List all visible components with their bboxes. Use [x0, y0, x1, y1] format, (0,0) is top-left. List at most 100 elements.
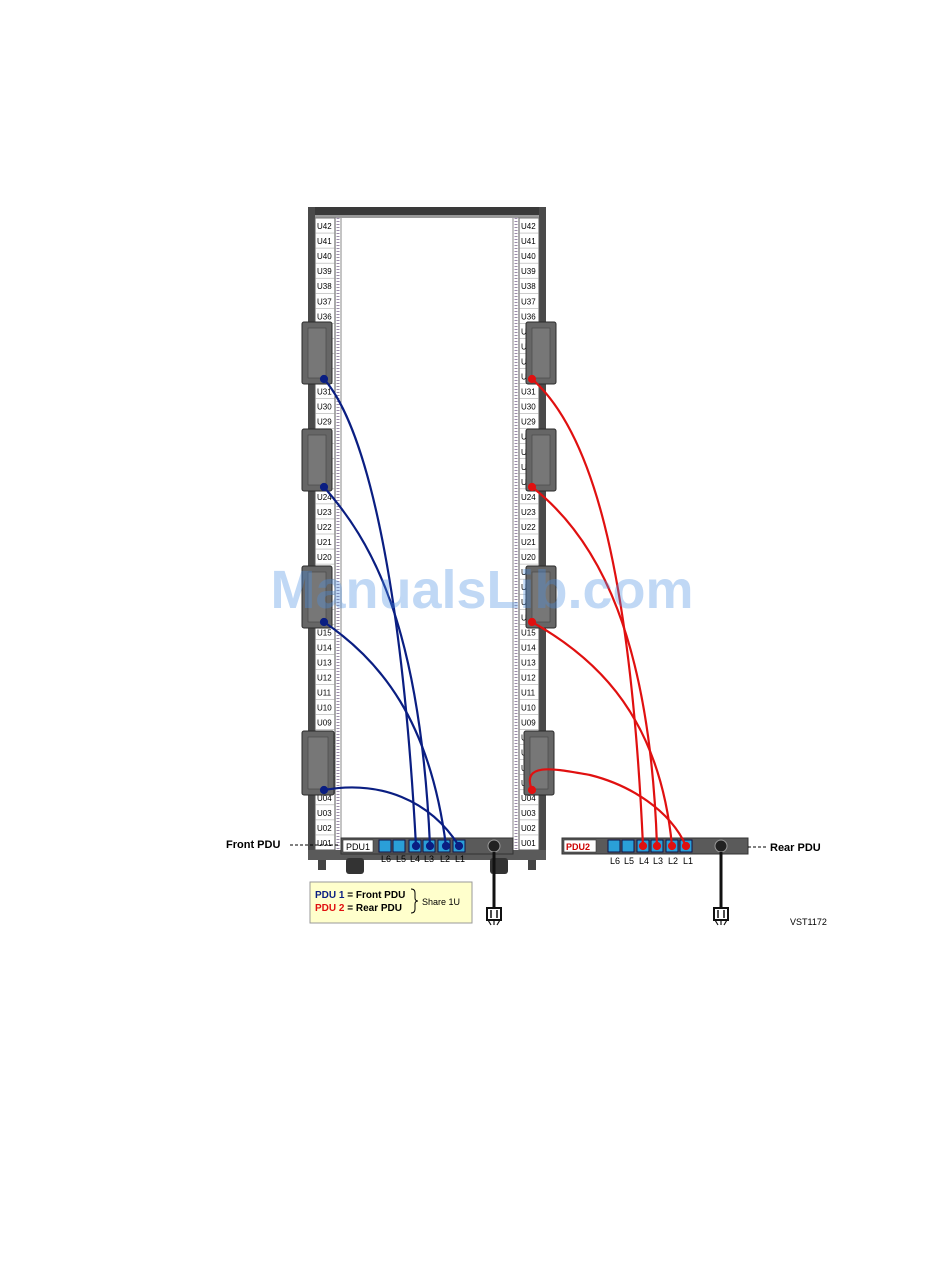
- u-label-left-u41: U41: [317, 237, 332, 246]
- pdu2-outlet-label-l5: L5: [624, 856, 634, 866]
- u-label-left-u12: U12: [317, 673, 332, 682]
- u-label-left-u11: U11: [317, 689, 332, 698]
- rear-pdu-cables: [527, 374, 691, 851]
- u-label-right-u41: U41: [521, 237, 536, 246]
- pdu2-outlet-label-l1: L1: [683, 856, 693, 866]
- front-cable-1: [323, 378, 418, 847]
- watermark-text: ManualsLib.com: [270, 560, 693, 620]
- pdu2-breaker: [714, 839, 728, 853]
- legend-share-label: Share 1U: [422, 897, 460, 907]
- front-cable-2: [323, 486, 432, 847]
- u-label-left-u31: U31: [317, 388, 332, 397]
- pdu2-outlet-label-l3: L3: [653, 856, 663, 866]
- pdu1-outlet-label-l2: L2: [440, 854, 450, 864]
- u-label-left-u23: U23: [317, 508, 332, 517]
- u-label-right-u01: U01: [521, 839, 536, 848]
- u-label-right-u04: U04: [521, 794, 536, 803]
- figure-id: VST1172: [790, 917, 827, 927]
- u-label-left-u30: U30: [317, 403, 332, 412]
- pdu1-plug-icon: [486, 907, 502, 926]
- u-label-left-u21: U21: [317, 538, 332, 547]
- power-strips: [301, 321, 557, 796]
- u-label-left-u13: U13: [317, 658, 332, 667]
- u-label-right-u10: U10: [521, 704, 536, 713]
- rear-cable-1: [531, 378, 645, 847]
- left-power-strip-2: [301, 428, 333, 492]
- u-label-right-u42: U42: [521, 222, 536, 231]
- u-label-left-u29: U29: [317, 418, 332, 427]
- u-label-left-u10: U10: [317, 704, 332, 713]
- u-label-right-u40: U40: [521, 252, 536, 261]
- right-power-strip-4: [523, 730, 555, 796]
- left-power-strip-3: [301, 565, 333, 629]
- pdu1-outlet-label-l3: L3: [424, 854, 434, 864]
- pdu2-outlet-l5: [621, 839, 635, 853]
- svg-text:PDU 1 = Front PDU: PDU 1 = Front PDU: [315, 890, 405, 901]
- rack-frame: [308, 207, 546, 874]
- u-label-right-u36: U36: [521, 312, 536, 321]
- u-label-right-u21: U21: [521, 538, 536, 547]
- legend-pdu2-name: PDU 2: [315, 903, 345, 914]
- rear-pdu-callout: Rear PDU: [748, 842, 821, 854]
- u-label-right-u11: U11: [521, 689, 536, 698]
- u-label-right-u22: U22: [521, 523, 536, 532]
- u-label-right-u14: U14: [521, 643, 536, 652]
- legend-box: PDU 1 = Front PDU PDU 2 = Rear PDU Share…: [309, 881, 473, 924]
- u-label-left-u42: U42: [317, 222, 332, 231]
- u-label-left-u36: U36: [317, 312, 332, 321]
- u-label-left-u14: U14: [317, 643, 332, 652]
- u-label-right-u02: U02: [521, 824, 536, 833]
- pdu1-outlet-label-l1: L1: [455, 854, 465, 864]
- pdu1-outlet-label-l6: L6: [381, 854, 391, 864]
- pdu2-outlet-label-l4: L4: [639, 856, 649, 866]
- u-label-left-u39: U39: [317, 267, 332, 276]
- front-cable-3: [323, 621, 448, 847]
- u-label-left-u20: U20: [317, 553, 332, 562]
- u-label-right-u03: U03: [521, 809, 536, 818]
- legend-pdu1-name: PDU 1: [315, 890, 345, 901]
- u-label-right-u09: U09: [521, 719, 536, 728]
- rear-cable-3: [531, 621, 674, 847]
- legend-pdu1-desc: = Front PDU: [344, 890, 405, 901]
- u-label-right-u23: U23: [521, 508, 536, 517]
- pdu1-outlet-l6: [378, 839, 392, 853]
- pdu1-breaker: [487, 839, 501, 853]
- u-label-right-u29: U29: [521, 418, 536, 427]
- right-power-strip-2: [525, 428, 557, 492]
- u-label-right-u31: U31: [521, 388, 536, 397]
- u-label-right-u20: U20: [521, 553, 536, 562]
- pdu1-outlet-label-l5: L5: [396, 854, 406, 864]
- u-label-left-u22: U22: [317, 523, 332, 532]
- front-pdu-label: Front PDU: [226, 839, 280, 851]
- u-label-left-u37: U37: [317, 297, 332, 306]
- front-pdu-callout: Front PDU: [226, 839, 340, 851]
- pdu2-unit: PDU2 L6 L5 L4 L3 L2 L1: [561, 837, 749, 926]
- u-label-left-u04: U04: [317, 794, 332, 803]
- pdu2-name-label: PDU2: [566, 842, 590, 852]
- u-label-right-u15: U15: [521, 628, 536, 637]
- u-label-left-u02: U02: [317, 824, 332, 833]
- u-label-right-u24: U24: [521, 493, 536, 502]
- u-label-right-u30: U30: [521, 403, 536, 412]
- legend-brace: [410, 888, 419, 914]
- u-label-left-u38: U38: [317, 282, 332, 291]
- right-power-strip-1: [525, 321, 557, 385]
- pdu1-outlet-label-l4: L4: [410, 854, 420, 864]
- u-label-right-u12: U12: [521, 673, 536, 682]
- left-power-strip-4: [301, 730, 335, 796]
- pdu2-plug-icon: [713, 907, 729, 926]
- u-label-right-u37: U37: [521, 297, 536, 306]
- u-label-left-u15: U15: [317, 628, 332, 637]
- pdu1-name-label: PDU1: [346, 842, 370, 852]
- u-label-right-u38: U38: [521, 282, 536, 291]
- rear-pdu-label: Rear PDU: [770, 842, 821, 854]
- front-pdu-cables: [319, 374, 464, 851]
- u-label-left-u24: U24: [317, 493, 332, 502]
- u-label-left-u09: U09: [317, 719, 332, 728]
- pdu2-outlet-label-l6: L6: [610, 856, 620, 866]
- legend-pdu2-desc: = Rear PDU: [344, 903, 402, 914]
- u-label-left-u40: U40: [317, 252, 332, 261]
- rear-cable-4: [528, 768, 688, 847]
- rear-cable-2: [531, 486, 659, 847]
